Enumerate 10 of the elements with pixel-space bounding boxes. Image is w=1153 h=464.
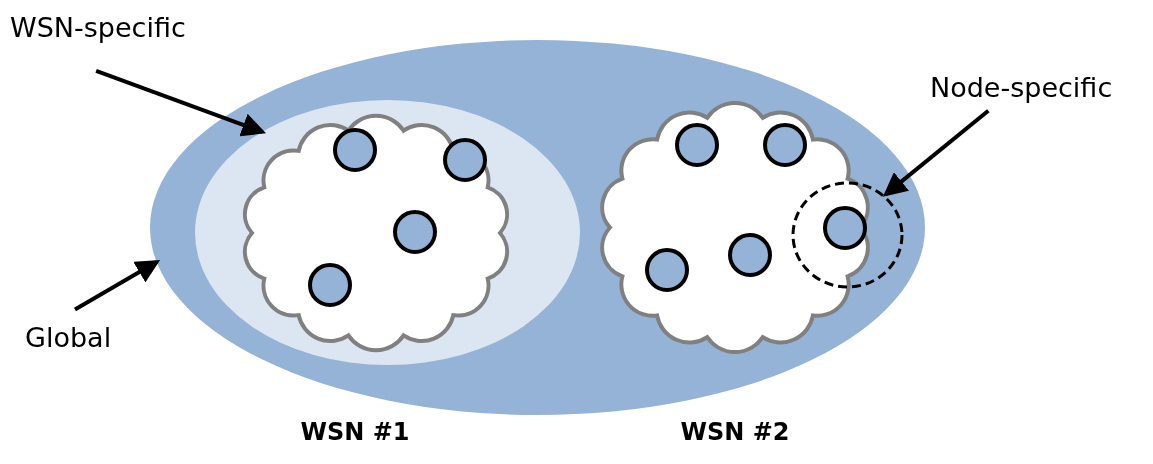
dashed-ellipse: [790, 180, 905, 290]
leader-line: [882, 109, 990, 197]
network-label: WSN #2: [680, 418, 790, 446]
annotation-text: Node-specific: [930, 72, 1113, 103]
annotation-text: Global: [25, 322, 112, 353]
leader-line: [95, 69, 266, 137]
annotation-text: WSN-specific: [10, 12, 186, 43]
leader-line: [73, 260, 161, 312]
network-label: WSN #1: [300, 418, 410, 446]
scope-ellipse: [195, 100, 580, 365]
